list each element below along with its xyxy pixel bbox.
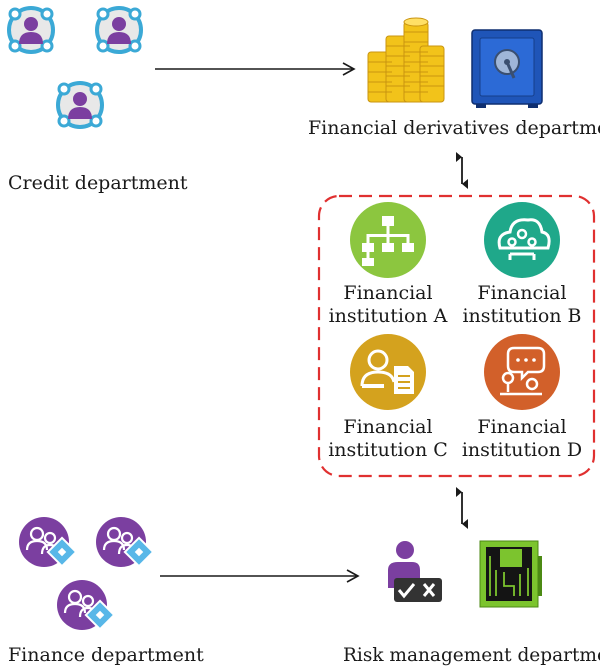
institutions-group-border xyxy=(317,194,596,478)
credit-person-icon xyxy=(56,81,104,129)
institution-d-line2: institution D xyxy=(461,439,583,461)
institution-a-line2: institution A xyxy=(328,305,448,327)
circuit-board-icon xyxy=(479,540,542,608)
credit-person-icon xyxy=(95,6,143,54)
risk-management-department-label: Risk management department xyxy=(343,645,600,666)
institution-a-line1: Financial xyxy=(343,282,433,304)
institution-c-line1: Financial xyxy=(343,416,433,438)
institution-b-label: Financial institution B xyxy=(447,282,597,328)
credit-person-icon xyxy=(7,6,55,54)
user-approval-icon xyxy=(388,541,442,602)
cloud-network-icon xyxy=(484,202,560,278)
institution-b-line2: institution B xyxy=(462,305,582,327)
gold-coins-icon xyxy=(367,17,445,103)
institution-b-line1: Financial xyxy=(477,282,567,304)
user-document-icon xyxy=(350,334,426,410)
credit-department-label: Credit department xyxy=(8,172,188,194)
chat-network-icon xyxy=(484,334,560,410)
org-chart-icon xyxy=(350,202,426,278)
institution-a-label: Financial institution A xyxy=(313,282,463,328)
finance-group-icon xyxy=(96,517,155,568)
safe-icon xyxy=(471,29,543,108)
institution-d-label: Financial institution D xyxy=(447,416,597,462)
institution-c-label: Financial institution C xyxy=(313,416,463,462)
finance-group-icon xyxy=(57,580,116,631)
institution-d-line1: Financial xyxy=(477,416,567,438)
institution-c-line2: institution C xyxy=(328,439,448,461)
finance-department-label: Finance department xyxy=(8,644,204,666)
finance-group-icon xyxy=(19,517,78,568)
financial-derivatives-department-label: Financial derivatives department xyxy=(308,117,600,139)
